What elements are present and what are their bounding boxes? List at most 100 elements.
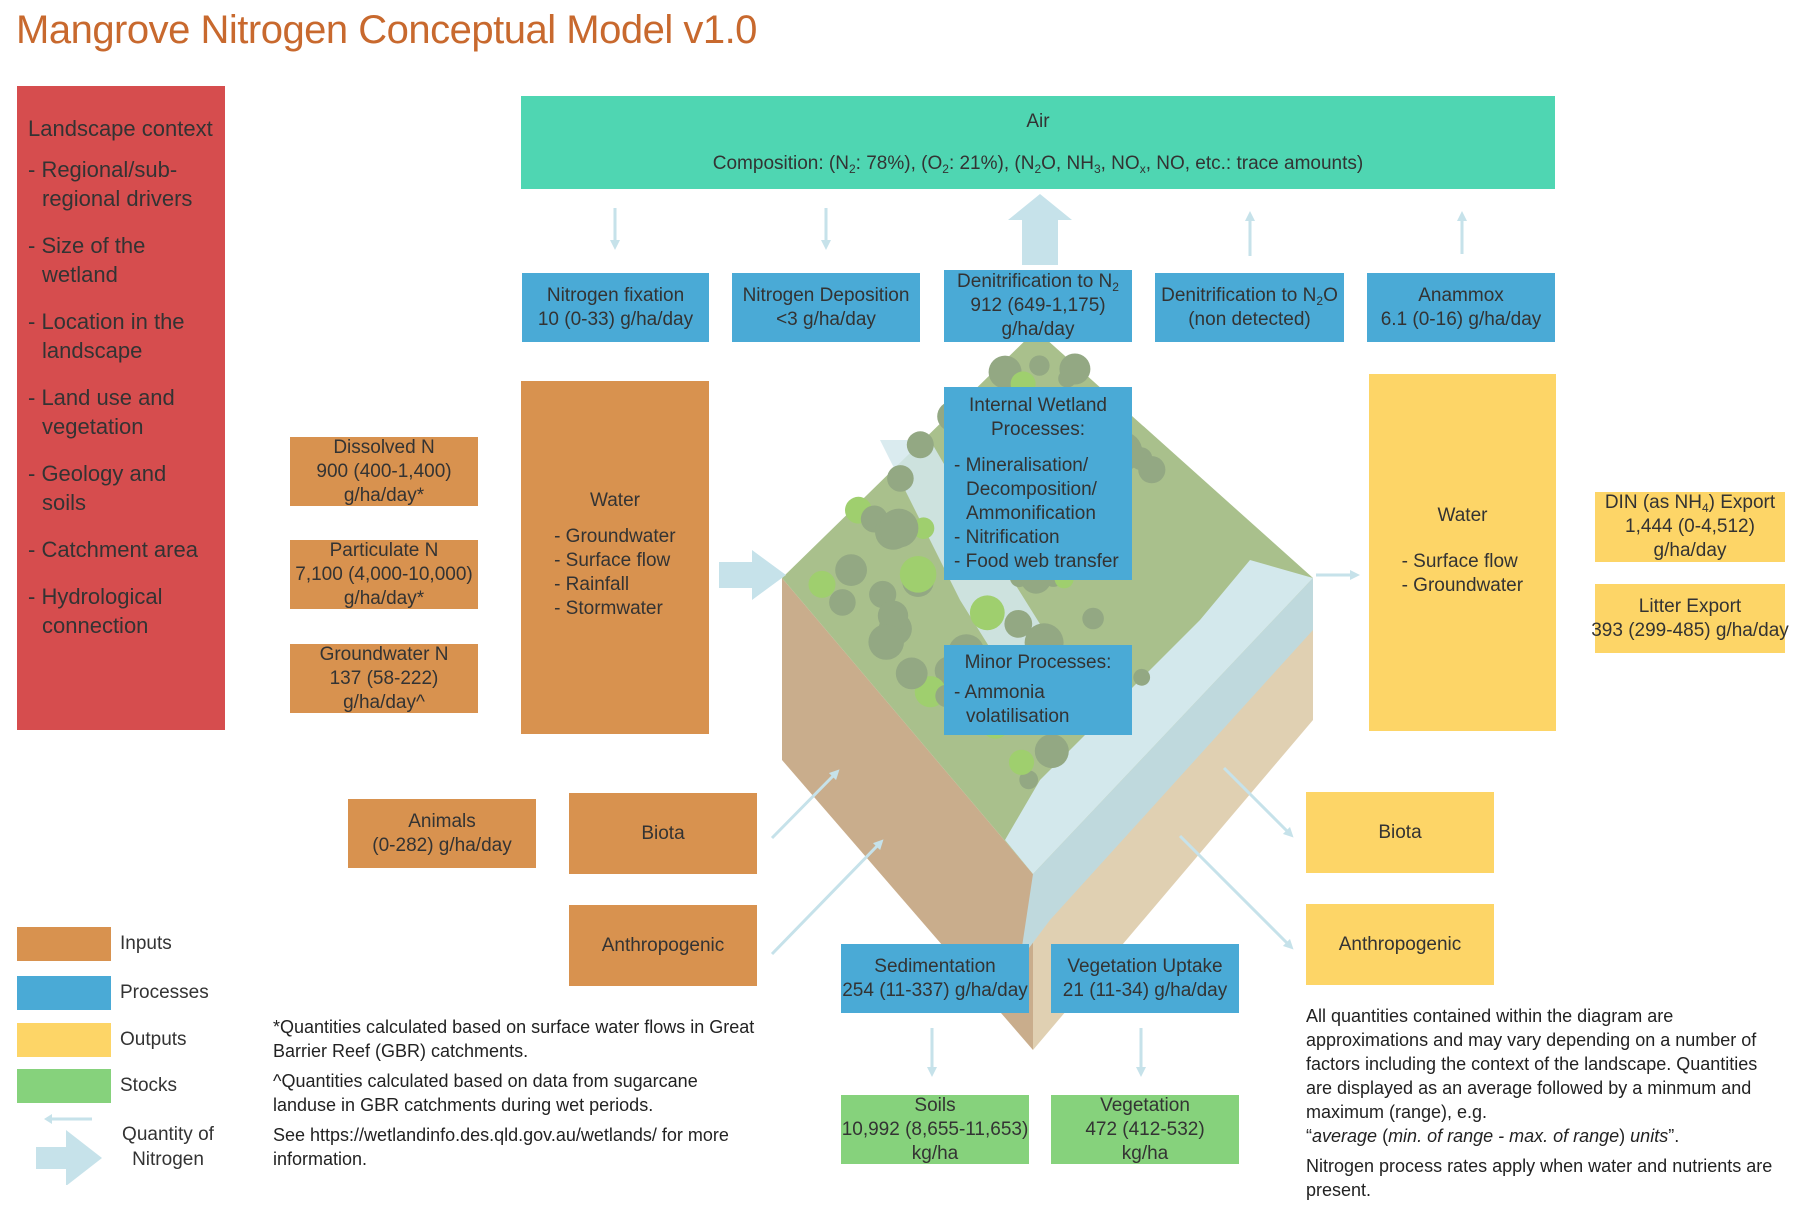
input-name: Biota	[641, 822, 685, 844]
tree-canopy	[895, 657, 928, 690]
tree-canopy	[969, 595, 1005, 631]
minor-processes-heading: Minor Processes:	[964, 652, 1112, 673]
landscape-item: - Location in the landscape	[28, 309, 185, 363]
minor-processes-list: - Ammonia volatilisation	[954, 681, 1122, 729]
process-sedimentation: Sedimentation 254 (11-337) g/ha/day	[841, 944, 1029, 1013]
legend-swatch-inputs	[17, 927, 111, 961]
tree-canopy	[1008, 749, 1035, 775]
output-unit: g/ha/day	[1653, 540, 1727, 561]
note-rates: Nitrogen process rates apply when water …	[1306, 1156, 1773, 1200]
note-format: “average (min. of range - max. of range)…	[1306, 1124, 1776, 1148]
output-value: 1,444 (0-4,512)	[1625, 516, 1755, 537]
arrow-biota-input	[770, 769, 840, 840]
legend-swatch-processes	[17, 976, 111, 1010]
note-approximations: All quantities contained within the diag…	[1306, 1004, 1776, 1124]
input-value: 900 (400-1,400)	[316, 460, 452, 482]
landscape-context-heading: Landscape context	[28, 116, 213, 141]
process-name: Denitrification to N2	[957, 270, 1119, 294]
process-name: Nitrogen Deposition	[742, 284, 910, 306]
note-text: )	[1619, 1126, 1631, 1146]
stock-name: Soils	[914, 1094, 956, 1116]
subscript: 2	[1316, 293, 1324, 308]
composition-text: , NO, etc.: trace amounts)	[1145, 152, 1364, 174]
process-value: <3 g/ha/day	[776, 308, 876, 330]
process-name-text: Denitrification to N	[957, 271, 1113, 292]
process-denitrification-n2: Denitrification to N2 912 (649-1,175) g/…	[944, 270, 1132, 342]
tree-canopy	[835, 554, 867, 586]
composition-text: O, NH	[1041, 152, 1094, 174]
input-dissolved-n: Dissolved N 900 (400-1,400) g/ha/day*	[290, 437, 478, 506]
process-name: Anammox	[1418, 284, 1504, 306]
note-text: average	[1312, 1126, 1378, 1146]
list-item: - Surface flow	[1401, 551, 1518, 572]
output-name: Litter Export	[1638, 595, 1742, 617]
tree-canopy	[906, 431, 934, 459]
composition-text: Composition: (N	[712, 152, 849, 174]
output-name: DIN (as NH4) Export	[1605, 491, 1775, 515]
note-text: All quantities contained within the diag…	[1306, 1006, 1758, 1122]
landscape-item: - Regional/sub-regional drivers	[28, 157, 193, 211]
input-value: 7,100 (4,000-10,000)	[295, 563, 473, 585]
process-name: Denitrification to N2O	[1161, 284, 1338, 308]
legend-swatch-outputs	[17, 1023, 111, 1057]
list-item: - Ammonia volatilisation	[954, 682, 1070, 727]
process-value: 254 (11-337) g/ha/day	[842, 979, 1028, 1001]
list-item: - Surface flow	[554, 550, 671, 571]
list-item: - Groundwater	[554, 526, 676, 547]
list-item: - Nitrification	[954, 526, 1060, 548]
landscape-context-panel: Landscape context - Regional/sub-regiona…	[17, 86, 225, 730]
tree-canopy	[887, 465, 914, 492]
landscape-item: - Hydrological connection	[28, 584, 163, 638]
output-value: 393 (299-485) g/ha/day	[1591, 619, 1789, 641]
tree-canopy	[1019, 770, 1039, 790]
tree-canopy	[1034, 734, 1069, 769]
output-din-export: DIN (as NH4) Export 1,444 (0-4,512) g/ha…	[1595, 492, 1785, 562]
output-litter-export: Litter Export 393 (299-485) g/ha/day	[1591, 584, 1789, 653]
legend-label-stocks: Stocks	[120, 1075, 178, 1096]
composition-text: , NO	[1100, 152, 1140, 174]
legend-label-quantity: Quantity of Nitrogen	[122, 1124, 214, 1170]
tree-canopy	[1059, 353, 1091, 385]
tree-canopy	[1029, 355, 1050, 376]
subscript: 2	[848, 161, 856, 176]
process-denitrification-n2o: Denitrification to N2O (non detected)	[1155, 273, 1344, 342]
legend-label-inputs: Inputs	[120, 933, 172, 954]
process-unit: g/ha/day	[1001, 319, 1075, 340]
composition-text: : 21%), (N	[948, 152, 1035, 174]
arrow-anthropogenic-output	[1178, 834, 1294, 950]
output-water: Water - Surface flow - Groundwater	[1369, 374, 1556, 731]
process-value: 912 (649-1,175)	[970, 295, 1106, 316]
block-soil-left	[782, 578, 1033, 1050]
arrow-up-denitrification-n2	[1008, 194, 1072, 265]
input-particulate-n: Particulate N 7,100 (4,000-10,000) g/ha/…	[290, 540, 478, 609]
process-value: 10 (0-33) g/ha/day	[537, 308, 694, 330]
output-anthropogenic: Anthropogenic	[1306, 904, 1494, 985]
tree-canopy	[877, 600, 909, 631]
air-box: Air Composition: (N2: 78%), (O2: 21%), (…	[521, 96, 1555, 189]
note-text: min. of range - max. of range	[1388, 1126, 1620, 1146]
air-composition: Composition: (N2: 78%), (O2: 21%), (N2O,…	[713, 152, 1363, 176]
landscape-item: - Geology and soils	[28, 461, 167, 515]
block-water-side	[1020, 578, 1313, 960]
tree-canopy	[1138, 456, 1166, 484]
tree-canopy	[808, 570, 836, 598]
stock-vegetation: Vegetation 472 (412-532) kg/ha	[1051, 1095, 1239, 1164]
output-name: Anthropogenic	[1338, 933, 1462, 955]
stock-unit: kg/ha	[1121, 1142, 1169, 1164]
input-name: Dissolved N	[333, 436, 435, 458]
arrow-water-input	[719, 550, 786, 600]
process-nitrogen-deposition: Nitrogen Deposition <3 g/ha/day	[732, 273, 920, 342]
subscript: 2	[942, 161, 949, 176]
internal-wetland-processes: Internal Wetland Processes: - Mineralisa…	[944, 387, 1132, 580]
legend-label-outputs: Outputs	[120, 1029, 187, 1050]
list-item: - Groundwater	[1401, 575, 1524, 596]
input-value: 137 (58-222) g/ha/day^	[329, 667, 439, 713]
process-name: Sedimentation	[874, 955, 996, 977]
input-water-list: - Groundwater - Surface flow - Rainfall …	[554, 525, 676, 621]
internal-processes-heading: Internal Wetland Processes:	[968, 394, 1107, 440]
quantities-note: All quantities contained within the diag…	[1306, 1004, 1776, 1208]
input-name: Particulate N	[329, 539, 439, 561]
legend-arrow-icon	[36, 1114, 102, 1185]
footnote-see-more: See https://wetlandinfo.des.qld.gov.au/w…	[273, 1125, 729, 1169]
